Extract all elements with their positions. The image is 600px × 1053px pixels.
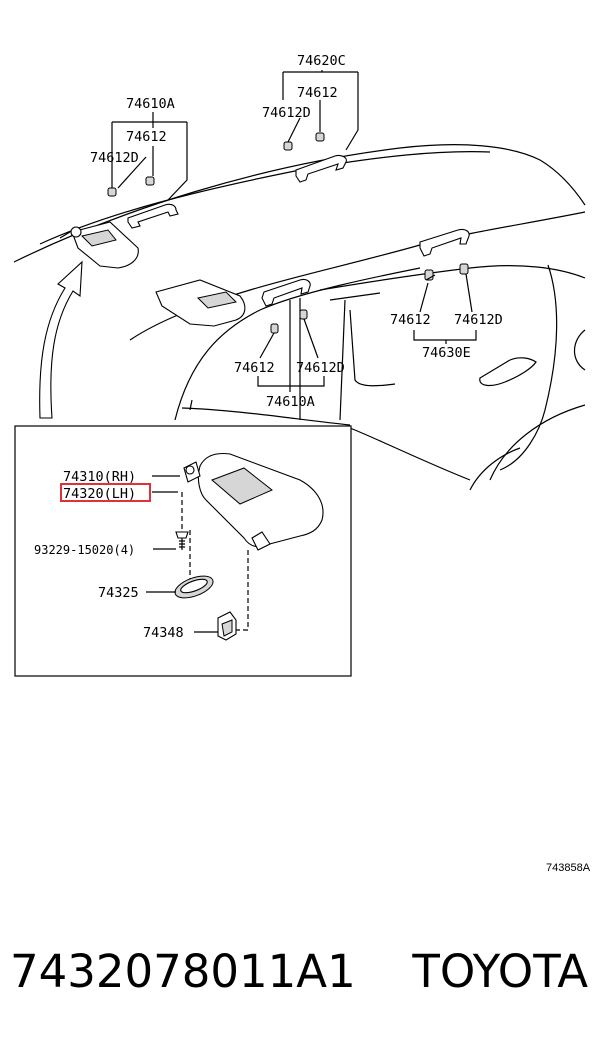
brand-name: TOYOTA: [412, 945, 588, 998]
cover-74325: [174, 575, 214, 599]
callout-74325: 74325: [98, 585, 139, 601]
callout-74612D-left: 74612D: [90, 150, 139, 166]
sun-visor-detail: [183, 452, 324, 551]
vehicle-outline: [13, 144, 586, 491]
callout-74348: 74348: [143, 625, 184, 641]
sun-visor-lh-car: [155, 279, 246, 327]
callout-74612D-right: 74612D: [454, 312, 503, 328]
callout-74320-lh: 74320(LH): [63, 486, 136, 502]
assist-grip-front-right: [283, 132, 347, 183]
callout-74612-mid: 74612: [234, 360, 275, 376]
assist-grip-rear-left: [261, 278, 311, 334]
callout-74620C: 74620C: [297, 53, 346, 69]
sun-visor-rh-car: [70, 221, 139, 269]
callout-74610A-mid: 74610A: [266, 394, 315, 410]
detail-inset: 74310(RH) 74320(LH) 93229-15020(4) 74325…: [14, 425, 352, 677]
highlight-box-74320: [60, 483, 151, 502]
holder-74348: [217, 611, 237, 641]
callout-74630E: 74630E: [422, 345, 471, 361]
callout-93229-15020: 93229-15020(4): [34, 543, 135, 557]
part-number: 7432078011A1: [10, 945, 356, 998]
assist-grip-rear-right: [419, 228, 470, 281]
direction-arrow: [39, 260, 83, 419]
diagram-code: 743858A: [546, 862, 591, 874]
callout-74310-rh: 74310(RH): [63, 469, 136, 485]
screw-93229: [175, 531, 189, 550]
callout-74612D-mid: 74612D: [296, 360, 345, 376]
callout-74612D-top: 74612D: [262, 105, 311, 121]
footer: 7432078011A1 TOYOTA: [0, 945, 600, 1005]
callout-74612-right: 74612: [390, 312, 431, 328]
callout-74612-top: 74612: [297, 85, 338, 101]
assist-grip-front-left: [107, 176, 179, 229]
callout-74612-left: 74612: [126, 129, 167, 145]
parts-diagram: 74620C 74612 74612D 74610A 74612 74612D …: [13, 53, 591, 874]
leader-lines-top: [111, 70, 477, 392]
callout-74610A-left: 74610A: [126, 96, 175, 112]
